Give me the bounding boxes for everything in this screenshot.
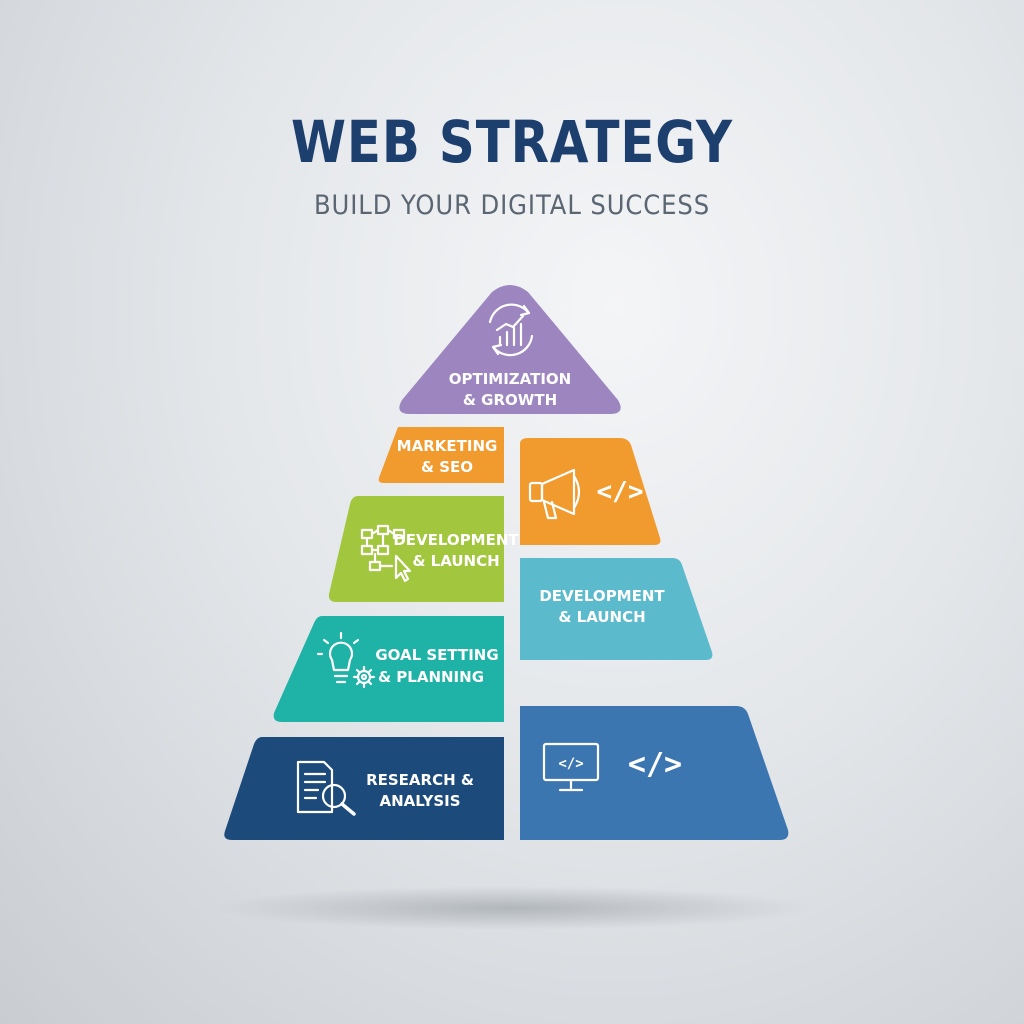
tier-goal-label-line1: GOAL SETTING [375,646,498,664]
tier-marketing-label-line1: MARKETING [397,437,498,455]
tier-development-launch-right[interactable]: DEVELOPMENT & LAUNCH [520,558,713,660]
tier-development-launch-left[interactable]: DEVELOPMENT & LAUNCH [328,496,520,602]
tier-optimization-label-line1: OPTIMIZATION [449,370,572,388]
monitor-code-icon: </> [558,756,583,772]
tier-optimization-label-line2: & GROWTH [463,391,557,409]
tier-research-label-line1: RESEARCH & [366,771,474,789]
tier-right-marketing-icon-block[interactable]: </> [520,438,661,545]
tier-development-right-label-line2: & LAUNCH [558,608,645,626]
code-brackets-large-icon: </> [628,747,682,782]
flowchart-cursor-icon [360,524,412,583]
lightbulb-gear-icon [316,631,376,689]
page-subtitle: BUILD YOUR DIGITAL SUCCESS [313,190,711,221]
document-search-icon [296,760,356,816]
tier-marketing-seo[interactable]: MARKETING & SEO [378,427,504,483]
tier-development-right-label-line1: DEVELOPMENT [539,587,665,605]
monitor-icon [542,742,600,792]
tier-goal-label-line2: & PLANNING [378,668,484,686]
growth-chart-icon [488,303,534,357]
megaphone-icon [528,468,581,520]
tier-research-analysis[interactable]: RESEARCH & ANALYSIS [224,737,505,840]
tier-goal-setting-planning[interactable]: GOAL SETTING & PLANNING [273,616,504,722]
page-title: WEB STRATEGY [291,108,733,176]
pyramid-shadow [212,886,812,930]
tier-development-left-label-line2: & LAUNCH [412,552,499,570]
tier-research-label-line2: ANALYSIS [379,792,460,810]
tier-right-web-dev-block[interactable]: </> </> [520,706,789,840]
code-brackets-icon: </> [597,477,644,507]
tier-development-left-label-line1: DEVELOPMENT [393,531,519,549]
tier-marketing-label-line2: & SEO [421,458,473,476]
tier-optimization-growth[interactable]: OPTIMIZATION & GROWTH [399,285,621,414]
